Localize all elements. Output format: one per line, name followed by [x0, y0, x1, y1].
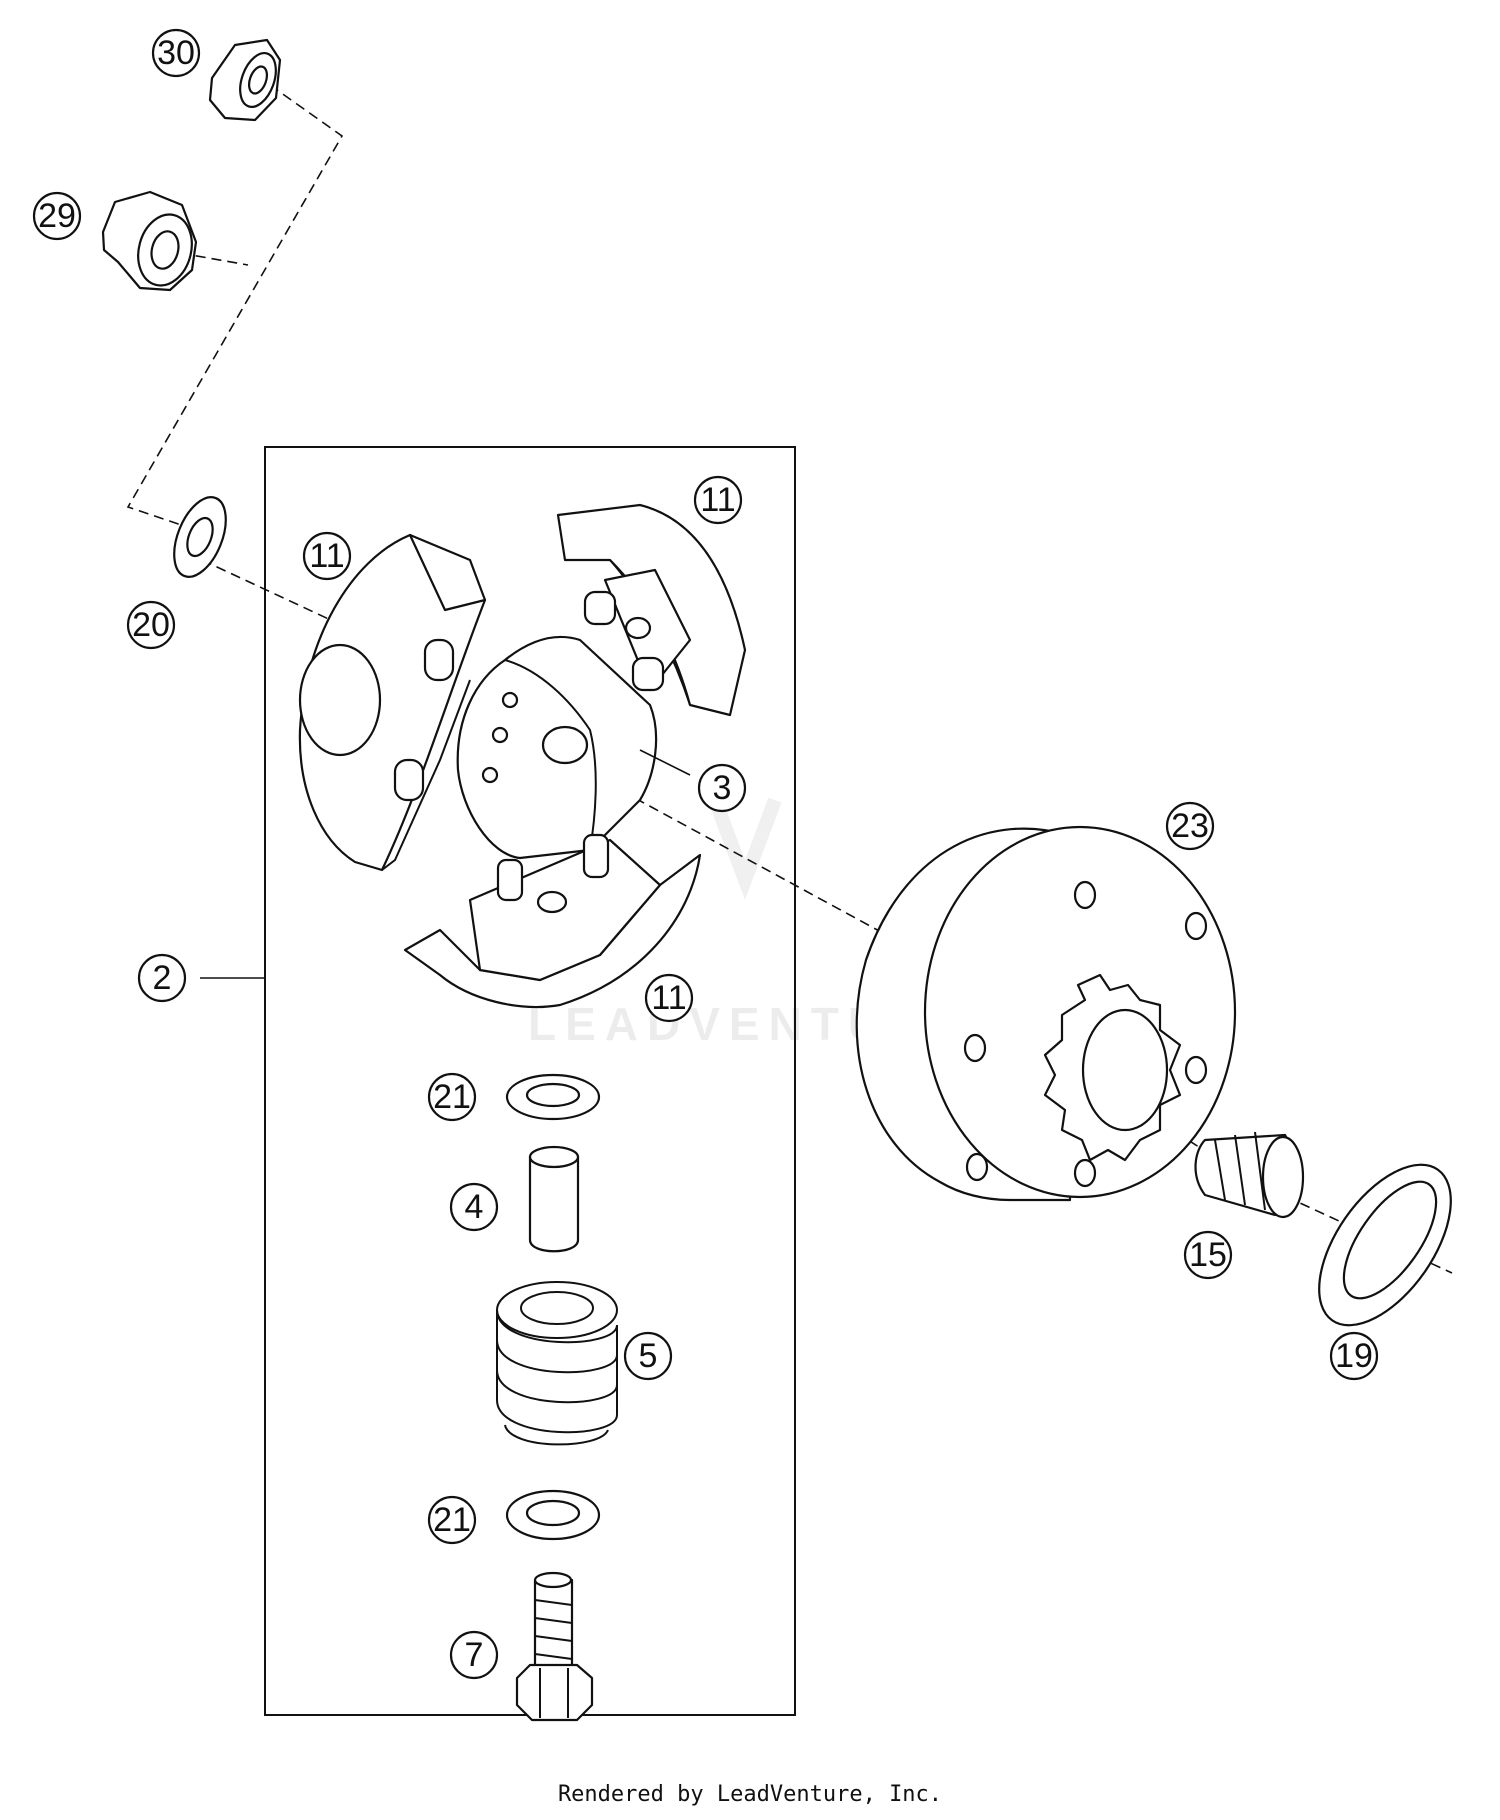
callout-4[interactable]: 4 — [449, 1182, 499, 1232]
svg-text:11: 11 — [651, 979, 686, 1017]
washer-20[interactable] — [164, 490, 236, 584]
callout-7[interactable]: 7 — [449, 1630, 499, 1680]
callout-29[interactable]: 29 — [32, 191, 82, 241]
svg-text:7: 7 — [465, 1636, 484, 1674]
clutch-hub-3[interactable] — [456, 635, 658, 860]
bolt-7[interactable] — [515, 1571, 594, 1722]
svg-text:4: 4 — [465, 1188, 484, 1226]
washer-21-bottom[interactable] — [505, 1489, 601, 1541]
callout-11-left[interactable]: 11 — [302, 531, 352, 581]
callout-19[interactable]: 19 — [1329, 1331, 1379, 1381]
svg-text:29: 29 — [38, 197, 76, 235]
clutch-shoe-11-top-right[interactable] — [556, 503, 747, 717]
svg-text:5: 5 — [639, 1337, 658, 1375]
clutch-shoe-11-bottom[interactable] — [403, 833, 702, 1009]
svg-text:23: 23 — [1171, 807, 1209, 845]
svg-text:21: 21 — [433, 1078, 471, 1116]
callout-3[interactable]: 3 — [697, 763, 747, 813]
nut-30[interactable] — [208, 38, 283, 122]
leader-lines — [200, 749, 691, 979]
svg-text:20: 20 — [132, 606, 170, 644]
callout-11-bottom[interactable]: 11 — [644, 973, 694, 1023]
callout-23[interactable]: 23 — [1165, 801, 1215, 851]
callout-2[interactable]: 2 — [137, 953, 187, 1003]
washer-21-top[interactable] — [505, 1073, 601, 1121]
callout-30[interactable]: 30 — [151, 28, 201, 78]
svg-text:30: 30 — [157, 34, 195, 72]
footer-credit: Rendered by LeadVenture, Inc. — [557, 1782, 943, 1807]
thrust-washer-19[interactable] — [1293, 1142, 1477, 1348]
needle-bearing-15[interactable] — [1194, 1131, 1305, 1219]
spring-5[interactable] — [496, 1281, 618, 1446]
flange-nut-29[interactable] — [101, 190, 199, 292]
svg-text:21: 21 — [433, 1501, 471, 1539]
callout-21-bottom[interactable]: 21 — [427, 1495, 477, 1545]
clutch-shoe-11-left[interactable] — [298, 533, 487, 872]
sleeve-4[interactable] — [528, 1145, 580, 1253]
callout-15[interactable]: 15 — [1183, 1230, 1233, 1280]
svg-text:11: 11 — [700, 481, 735, 519]
svg-text:3: 3 — [713, 769, 732, 807]
callout-11-top-right[interactable]: 11 — [693, 475, 743, 525]
svg-text:19: 19 — [1335, 1337, 1373, 1375]
callout-5[interactable]: 5 — [623, 1331, 673, 1381]
svg-text:11: 11 — [309, 537, 344, 575]
svg-text:2: 2 — [153, 959, 172, 997]
callout-20[interactable]: 20 — [126, 600, 176, 650]
svg-text:15: 15 — [1189, 1236, 1227, 1274]
clutch-drum-23[interactable] — [855, 825, 1237, 1202]
callout-21-top[interactable]: 21 — [427, 1072, 477, 1122]
